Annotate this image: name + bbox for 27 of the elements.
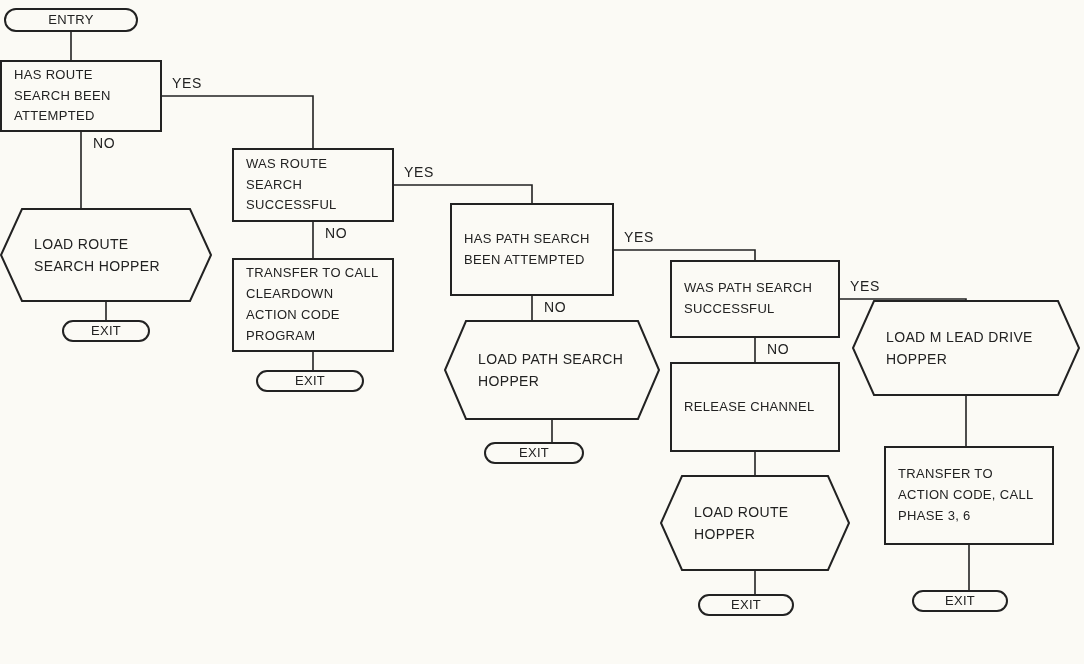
hexagon-box: LOAD ROUTE SEARCH HOPPER [0, 208, 212, 302]
connector-line [551, 419, 553, 443]
connector-line [968, 544, 970, 591]
process-box: RELEASE CHANNEL [670, 362, 840, 452]
process-box: WAS ROUTE SEARCH SUCCESSFUL [232, 148, 394, 222]
connector-line [80, 131, 82, 209]
connector-line [161, 95, 314, 149]
connector-line [754, 451, 756, 476]
process-box: TRANSFER TO CALL CLEARDOWN ACTION CODE PROGRAM [232, 258, 394, 352]
hexagon-box: LOAD PATH SEARCH HOPPER [444, 320, 660, 420]
hexagon-box: LOAD M LEAD DRIVE HOPPER [852, 300, 1080, 396]
connector-line [105, 301, 107, 321]
connector-line [393, 184, 533, 204]
process-box: HAS ROUTE SEARCH BEEN ATTEMPTED [0, 60, 162, 132]
connector-line [70, 31, 72, 61]
connector-line [531, 295, 533, 321]
connector-line [312, 351, 314, 371]
process-box: WAS PATH SEARCH SUCCESSFUL [670, 260, 840, 338]
connector-line [312, 221, 314, 259]
connector-line [965, 395, 967, 447]
connector-line [613, 249, 756, 261]
process-box: TRANSFER TO ACTION CODE, CALL PHASE 3, 6 [884, 446, 1054, 545]
hexagon-box: LOAD ROUTE HOPPER [660, 475, 850, 571]
connector-line [839, 298, 967, 301]
connector-line [754, 337, 756, 363]
connector-line [754, 570, 756, 595]
process-box: HAS PATH SEARCH BEEN ATTEMPTED [450, 203, 614, 296]
